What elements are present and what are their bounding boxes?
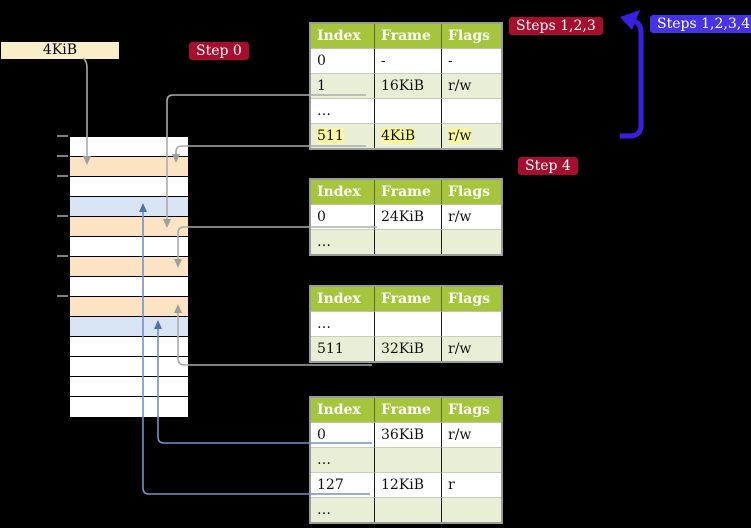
table-row: 127 12KiB r xyxy=(311,472,501,497)
index-cell: 127 xyxy=(311,472,374,497)
flags-cell: r/w xyxy=(441,123,501,148)
memory-row-mapped-page xyxy=(70,197,188,217)
memory-row xyxy=(70,337,188,357)
memory-row-mapped-page xyxy=(70,317,188,337)
table-header-row: Index Frame Flags xyxy=(311,24,501,49)
table-row: 0 24KiB r/w xyxy=(311,205,501,229)
frame-cell: 4KiB xyxy=(374,123,441,148)
table-row: … xyxy=(311,98,501,123)
memory-row xyxy=(70,397,188,417)
step-0-badge: Step 0 xyxy=(189,42,249,60)
flags-cell xyxy=(441,98,501,123)
frame-cell: 32KiB xyxy=(374,336,441,361)
address-tick-marks xyxy=(57,135,68,297)
page-table-1: Index Frame Flags 0 - - 1 16KiB r/w … 51… xyxy=(309,22,503,150)
highlighted-value: 4KiB xyxy=(381,128,416,144)
flags-cell: r xyxy=(441,472,501,497)
column-header-frame: Frame xyxy=(374,180,441,205)
memory-row-page-table xyxy=(70,297,188,317)
column-header-flags: Flags xyxy=(441,24,501,49)
flags-cell: - xyxy=(441,49,501,73)
index-cell: 0 xyxy=(317,209,326,225)
column-header-flags: Flags xyxy=(441,398,501,423)
recursive-loop-arrow xyxy=(620,10,644,139)
table-header-row: Index Frame Flags xyxy=(311,287,501,312)
frame-cell: 16KiB xyxy=(374,73,441,98)
steps-123-badge: Steps 1,2,3 xyxy=(509,17,603,35)
frame-cell xyxy=(374,312,441,336)
highlighted-value: 511 xyxy=(317,128,344,144)
frame-cell: 12KiB xyxy=(374,472,441,497)
frame-cell xyxy=(374,497,441,522)
physical-memory-column xyxy=(69,136,189,417)
column-header-frame: Frame xyxy=(374,398,441,423)
index-cell: … xyxy=(311,447,374,472)
table-header-row: Index Frame Flags xyxy=(311,398,501,423)
step-4-badge: Step 4 xyxy=(518,157,578,175)
index-cell: 1 xyxy=(311,73,374,98)
column-header-index: Index xyxy=(311,24,374,49)
index-cell: … xyxy=(311,229,374,254)
index-cell: 0 xyxy=(317,427,326,443)
flags-cell: r/w xyxy=(441,423,501,447)
frame-cell: 36KiB xyxy=(374,423,441,447)
memory-row xyxy=(70,177,188,197)
table-row: … xyxy=(311,312,501,336)
column-header-index: Index xyxy=(311,287,374,312)
memory-row-page-table xyxy=(70,157,188,177)
flags-cell: r/w xyxy=(441,336,501,361)
index-cell: 511 xyxy=(311,336,374,361)
memory-row xyxy=(70,357,188,377)
table-row: 1 16KiB r/w xyxy=(311,73,501,98)
index-cell: … xyxy=(311,497,374,522)
column-header-flags: Flags xyxy=(441,287,501,312)
frame-cell xyxy=(374,447,441,472)
page-table-2: Index Frame Flags 0 24KiB r/w … xyxy=(309,178,503,256)
index-cell: 511 xyxy=(311,123,374,148)
page-table-3: Index Frame Flags … 511 32KiB r/w xyxy=(309,285,503,363)
flags-cell xyxy=(441,229,501,254)
table-header-row: Index Frame Flags xyxy=(311,180,501,205)
flags-cell: r/w xyxy=(441,205,501,229)
memory-row xyxy=(70,377,188,397)
index-cell: … xyxy=(317,316,331,332)
page-table-4: Index Frame Flags 0 36KiB r/w … 127 12Ki… xyxy=(309,396,503,524)
flags-cell: r/w xyxy=(441,73,501,98)
highlighted-value: r/w xyxy=(448,128,472,144)
memory-row-page-table xyxy=(70,257,188,277)
index-cell: 0 xyxy=(317,53,326,69)
frame-cell xyxy=(374,229,441,254)
column-header-index: Index xyxy=(311,398,374,423)
memory-row xyxy=(70,237,188,257)
column-header-frame: Frame xyxy=(374,24,441,49)
memory-row xyxy=(70,277,188,297)
flags-cell xyxy=(441,497,501,522)
index-cell: … xyxy=(311,98,374,123)
frame-size-label: 4KiB xyxy=(1,42,119,59)
table-row: … xyxy=(311,229,501,254)
column-header-flags: Flags xyxy=(441,180,501,205)
column-header-index: Index xyxy=(311,180,374,205)
table-row: … xyxy=(311,447,501,472)
frame-cell: 24KiB xyxy=(374,205,441,229)
table-row: 0 - - xyxy=(311,49,501,73)
memory-row-page-table xyxy=(70,217,188,237)
column-header-frame: Frame xyxy=(374,287,441,312)
frame-cell xyxy=(374,98,441,123)
table-row: 0 36KiB r/w xyxy=(311,423,501,447)
table-row: … xyxy=(311,497,501,522)
flags-cell xyxy=(441,447,501,472)
flags-cell xyxy=(441,312,501,336)
table-row-highlighted: 511 4KiB r/w xyxy=(311,123,501,148)
table-row: 511 32KiB r/w xyxy=(311,336,501,361)
frame-cell: - xyxy=(374,49,441,73)
steps-1234-badge: Steps 1,2,3,4 xyxy=(650,15,751,33)
memory-row xyxy=(70,137,188,157)
